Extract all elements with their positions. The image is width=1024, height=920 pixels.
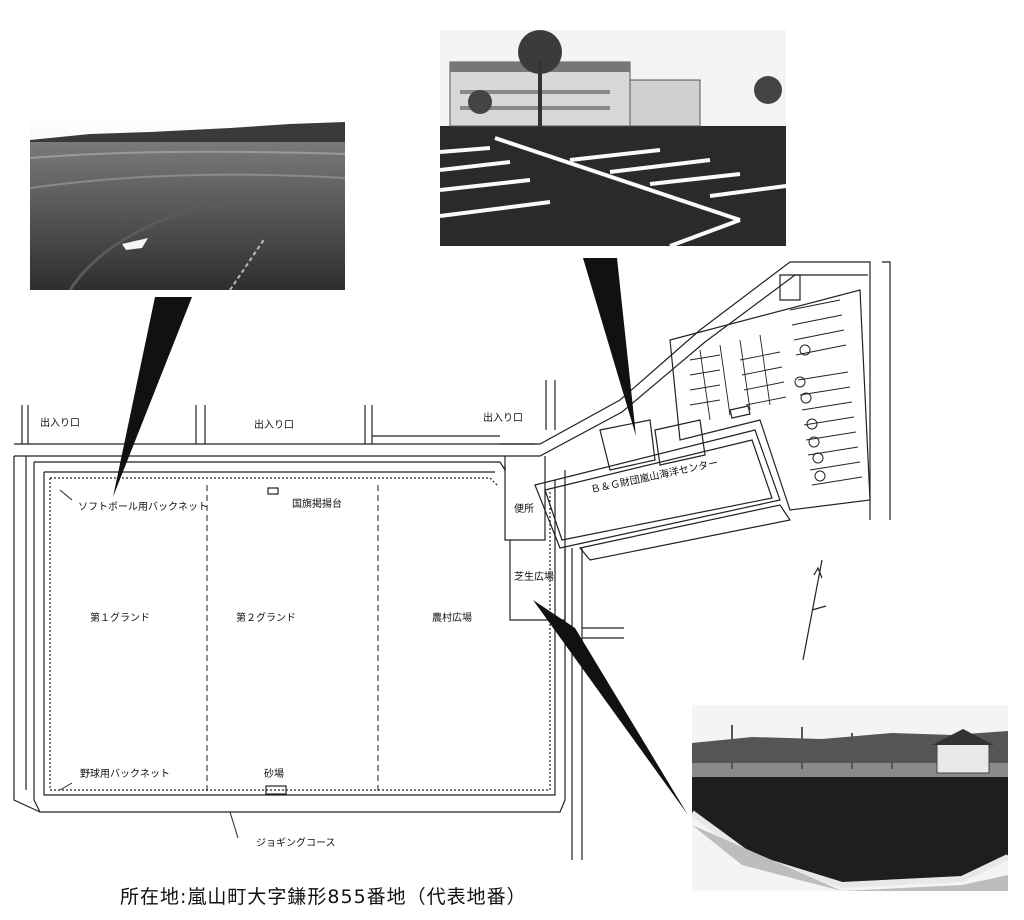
flag-platform-label: 国旗掲揚台	[292, 499, 342, 510]
lawn-photo	[692, 705, 1008, 891]
entrance-label-center: 出入り口	[254, 420, 294, 431]
north-arrow	[802, 559, 827, 661]
field-photo	[30, 118, 345, 290]
baseball-backnet-label: 野球用バックネット	[80, 769, 170, 780]
entrance-label-left: 出入り口	[40, 418, 80, 429]
toilet-label: 便所	[514, 504, 534, 515]
ground1-label: 第１グランド	[90, 613, 150, 624]
jogging-course-label: ジョギングコース	[256, 838, 336, 849]
softball-backnet-label: ソフトボール用バックネット	[78, 502, 208, 513]
pointer-wedge-field	[113, 297, 192, 497]
sandpit-label: 砂場	[264, 769, 284, 780]
building-photo	[440, 30, 786, 246]
ground2-label: 第２グランド	[236, 613, 296, 624]
pointer-wedge-lawn	[533, 600, 688, 815]
lawn-plaza-label: 芝生広場	[514, 572, 554, 583]
entrance-label-right: 出入り口	[483, 413, 523, 424]
pointer-wedge-building	[583, 258, 636, 436]
address-caption: 所在地:嵐山町大字鎌形855番地（代表地番）	[120, 886, 527, 908]
farm-plaza-label: 農村広場	[432, 613, 472, 624]
